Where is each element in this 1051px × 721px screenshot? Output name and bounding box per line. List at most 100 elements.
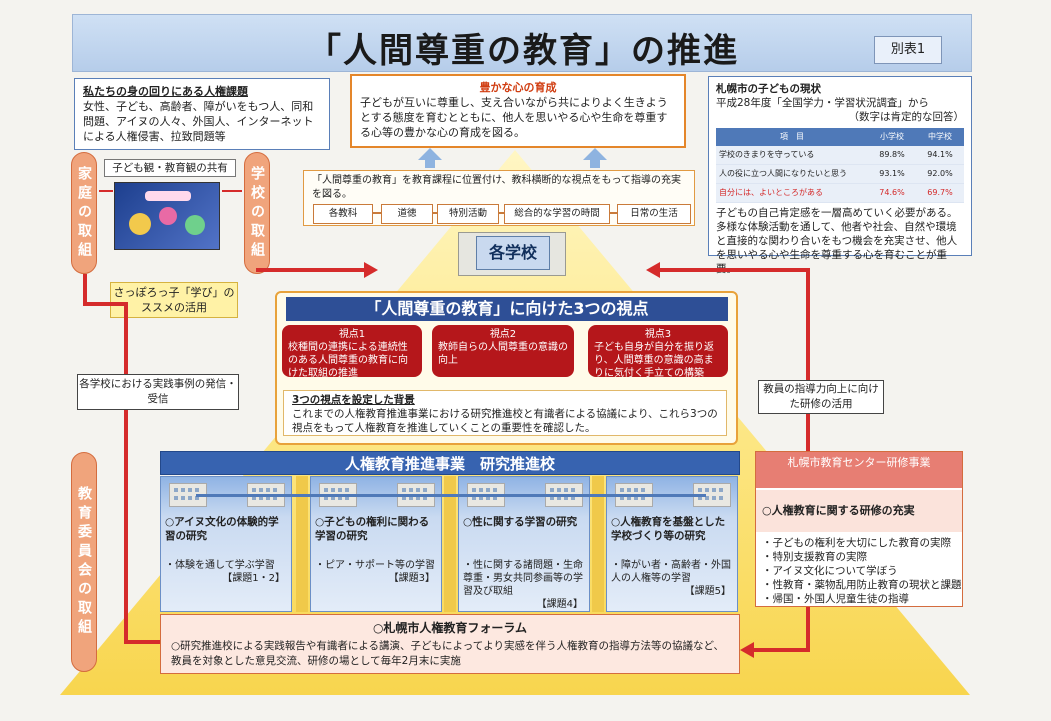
arrow-left-icon bbox=[740, 642, 754, 658]
forum-body: ○研究推進校による実践報告や有識者による講演、子どもによってより実感を伴う人権教… bbox=[171, 639, 731, 669]
flow-line bbox=[124, 640, 160, 644]
heart-body: 子どもが互いに尊重し、支え合いながら共によりよく生きようとする態度を育むとともに… bbox=[360, 95, 676, 140]
arrow-right-icon bbox=[364, 262, 378, 278]
flow-line bbox=[83, 302, 127, 306]
views-title: 「人間尊重の教育」に向けた3つの視点 bbox=[286, 297, 728, 321]
research-title: ○子どもの権利に関わる学習の研究 bbox=[315, 515, 439, 543]
research-banner: 人権教育推進事業 研究推進校 bbox=[160, 451, 740, 475]
status-box: 札幌市の子どもの現状 平成28年度「全国学力・学習状況調査」から （数字は肯定的… bbox=[708, 76, 972, 256]
curriculum-body: 「人間尊重の教育」を教育課程に位置付け、教科横断的な視点をもって指導の充実を図る… bbox=[312, 174, 686, 202]
table-cell: 人の役に立つ人間になりたいと思う bbox=[716, 165, 868, 184]
table-row: 自分には、よいところがある 74.6% 69.7% bbox=[716, 184, 964, 203]
background-title: 3つの視点を設定した背景 bbox=[292, 393, 718, 407]
education-center-box: 札幌市教育センター研修事業 ○人権教育に関する研修の充実 ・子どもの権利を大切に… bbox=[755, 451, 963, 607]
research-body: ・ピア・サポート等の学習 【課題3】 bbox=[315, 559, 439, 585]
center-list: ・子どもの権利を大切にした教育の実際 ・特別支援教育の実際 ・アイヌ文化について… bbox=[762, 536, 962, 606]
view-heading: 視点1 bbox=[288, 328, 416, 341]
research-title: ○人権教育を基盤とした学校づくり等の研究 bbox=[611, 515, 735, 543]
status-survey: 平成28年度「全国学力・学習状況調査」から bbox=[716, 96, 964, 110]
research-task: 【課題3】 bbox=[315, 572, 439, 585]
table-cell: 92.0% bbox=[916, 165, 964, 184]
status-body: 子どもの自己肯定感を一層高めていく必要がある。多様な体験活動を通して、他者や社会… bbox=[716, 206, 964, 276]
research-title: ○性に関する学習の研究 bbox=[463, 515, 587, 529]
view-body: 子ども自身が自分を振り返り、人間尊重の意識の高まりに気付く手立ての構築 bbox=[594, 341, 722, 380]
center-subheading: ○人権教育に関する研修の充実 bbox=[756, 490, 962, 532]
each-school-label: 各学校 bbox=[476, 236, 550, 270]
practice-box: 各学校における実践事例の発信・受信 bbox=[77, 374, 239, 410]
title-banner: 「人間尊重の教育」の推進 bbox=[72, 14, 972, 72]
heart-box: 豊かな心の育成 子どもが互いに尊重し、支え合いながら共によりよく生きようとする態… bbox=[350, 74, 686, 148]
flow-line bbox=[752, 648, 810, 652]
center-heading: 札幌市教育センター研修事業 bbox=[756, 452, 962, 488]
table-cell: 89.8% bbox=[868, 146, 916, 165]
issues-body: 女性、子ども、高齢者、障がいをもつ人、同和問題、アイヌの人々、外国人、インターネ… bbox=[83, 99, 321, 144]
table-cell: 自分には、よいところがある bbox=[716, 184, 868, 203]
board-label: 教育委員会の取組 bbox=[71, 452, 97, 672]
up-arrow-icon bbox=[583, 148, 607, 168]
table-row: 学校のきまりを守っている 89.8% 94.1% bbox=[716, 146, 964, 165]
share-label: 子ども観・教育観の共有 bbox=[104, 159, 236, 177]
heart-title: 豊かな心の育成 bbox=[360, 80, 676, 95]
view-card-3: 視点3 子ども自身が自分を振り返り、人間尊重の意識の高まりに気付く手立ての構築 bbox=[588, 325, 728, 377]
table-cell: 学校のきまりを守っている bbox=[716, 146, 868, 165]
flow-line bbox=[124, 302, 128, 642]
view-card-2: 視点2 教師自らの人間尊重の意識の向上 bbox=[432, 325, 574, 377]
research-task: 【課題4】 bbox=[463, 598, 587, 611]
view-heading: 視点3 bbox=[594, 328, 722, 341]
research-body: ・障がい者・高齢者・外国人の人権等の学習 【課題5】 bbox=[611, 559, 735, 598]
up-arrow-icon bbox=[418, 148, 442, 168]
arrow-line bbox=[99, 190, 113, 192]
table-cell: 74.6% bbox=[868, 184, 916, 203]
page-title: 「人間尊重の教育」の推進 bbox=[73, 23, 973, 72]
research-body: ・性に関する諸問題・生命尊重・男女共同参画等の学習及び取組 【課題4】 bbox=[463, 559, 587, 611]
research-task: 【課題5】 bbox=[611, 585, 735, 598]
issues-title: 私たちの身の回りにある人権課題 bbox=[83, 84, 321, 99]
subject-tag: 道徳 bbox=[381, 204, 433, 224]
background-body: これまでの人権教育推進事業における研究推進校と有識者による協議により、これら3つ… bbox=[292, 407, 718, 435]
forum-box: ○札幌市人権教育フォーラム ○研究推進校による実践報告や有識者による講演、子ども… bbox=[160, 614, 740, 674]
list-item: ・アイヌ文化について学ぼう bbox=[762, 564, 962, 578]
arrow-line bbox=[222, 190, 242, 192]
table-header: 小学校 bbox=[868, 128, 916, 146]
research-title: ○アイヌ文化の体験的学習の研究 bbox=[165, 515, 289, 543]
subject-tag: 各教科 bbox=[313, 204, 373, 224]
table-cell: 93.1% bbox=[868, 165, 916, 184]
appendix-label: 別表1 bbox=[874, 36, 942, 64]
teacher-training-box: 教員の指導力向上に向けた研修の活用 bbox=[758, 380, 884, 414]
research-body: ・体験を通して学ぶ学習 【課題1・2】 bbox=[165, 559, 289, 585]
research-body-text: ・体験を通して学ぶ学習 bbox=[165, 559, 289, 572]
table-header: 中学校 bbox=[916, 128, 964, 146]
arrow-left-icon bbox=[646, 262, 660, 278]
manabi-poster-image bbox=[114, 182, 220, 250]
view-body: 教師自らの人間尊重の意識の向上 bbox=[438, 341, 568, 367]
list-item: ・子どもの権利を大切にした教育の実際 bbox=[762, 536, 962, 550]
school-link-line bbox=[196, 494, 706, 497]
table-cell: 94.1% bbox=[916, 146, 964, 165]
table-row: 人の役に立つ人間になりたいと思う 93.1% 92.0% bbox=[716, 165, 964, 184]
research-task: 【課題1・2】 bbox=[165, 572, 289, 585]
list-item: ・帰国・外国人児童生徒の指導 bbox=[762, 592, 962, 606]
research-body-text: ・ピア・サポート等の学習 bbox=[315, 559, 439, 572]
flow-line bbox=[256, 268, 368, 272]
list-item: ・性教育・薬物乱用防止教育の現状と課題 bbox=[762, 578, 962, 592]
table-header: 項 目 bbox=[716, 128, 868, 146]
manabi-box: さっぽろっ子「学び」のススメの活用 bbox=[110, 282, 238, 318]
subject-tag: 特別活動 bbox=[437, 204, 499, 224]
subject-tag: 日常の生活 bbox=[617, 204, 691, 224]
issues-box: 私たちの身の回りにある人権課題 女性、子ども、高齢者、障がいをもつ人、同和問題、… bbox=[74, 78, 330, 150]
research-body-text: ・障がい者・高齢者・外国人の人権等の学習 bbox=[611, 559, 735, 585]
school-side-label: 学校の取組 bbox=[244, 152, 270, 274]
background-box: 3つの視点を設定した背景 これまでの人権教育推進事業における研究推進校と有識者に… bbox=[283, 390, 727, 436]
table-cell: 69.7% bbox=[916, 184, 964, 203]
forum-title: ○札幌市人権教育フォーラム bbox=[161, 619, 739, 636]
view-heading: 視点2 bbox=[438, 328, 568, 341]
research-body-text: ・性に関する諸問題・生命尊重・男女共同参画等の学習及び取組 bbox=[463, 559, 587, 598]
status-title: 札幌市の子どもの現状 bbox=[716, 82, 964, 96]
view-body: 校種間の連携による連続性のある人間尊重の教育に向けた取組の推進 bbox=[288, 341, 416, 380]
flow-line bbox=[660, 268, 808, 272]
status-table: 項 目 小学校 中学校 学校のきまりを守っている 89.8% 94.1% 人の役… bbox=[716, 128, 964, 203]
status-note: （数字は肯定的な回答） bbox=[716, 110, 964, 124]
subject-tag: 総合的な学習の時間 bbox=[504, 204, 610, 224]
family-label: 家庭の取組 bbox=[71, 152, 97, 274]
list-item: ・特別支援教育の実際 bbox=[762, 550, 962, 564]
